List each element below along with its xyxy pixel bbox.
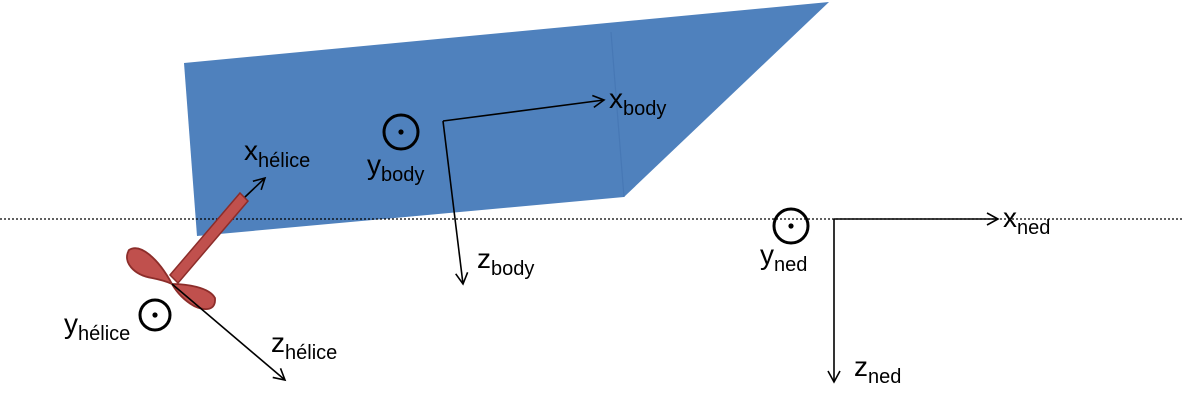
x-body-axis-arrow: [442, 94, 606, 122]
y-body-circle-dot-icon: [382, 113, 420, 151]
z-helice-label: zhélice: [271, 327, 337, 364]
x-helice-axis-arrow: [244, 176, 267, 198]
x-body-label: xbody: [609, 83, 666, 120]
z-body-label: zbody: [477, 243, 534, 280]
propeller-blade-upper: [126, 247, 175, 287]
x-ned-label: xned: [1003, 202, 1050, 239]
body-frame-axes: [442, 94, 606, 286]
y-helice-label: yhélice: [64, 308, 130, 345]
propeller-icon: [126, 247, 216, 310]
hull-seam-line: [610, 31, 625, 198]
propeller-shaft: [168, 191, 250, 285]
z-helice-axis-arrow: [171, 283, 287, 382]
z-body-axis-arrow: [442, 120, 469, 286]
ned-frame-axes: [827, 212, 1000, 384]
y-body-label: ybody: [367, 149, 424, 186]
y-ned-circle-dot-icon: [772, 207, 810, 245]
y-ned-label: yned: [760, 239, 807, 276]
helice-frame-axes: [171, 176, 287, 382]
propeller-blade-lower: [170, 283, 216, 310]
y-helice-circle-dot-icon: [138, 298, 172, 332]
hull-shape: [184, 2, 829, 236]
z-ned-label: zned: [854, 351, 901, 388]
x-helice-label: xhélice: [244, 135, 310, 172]
